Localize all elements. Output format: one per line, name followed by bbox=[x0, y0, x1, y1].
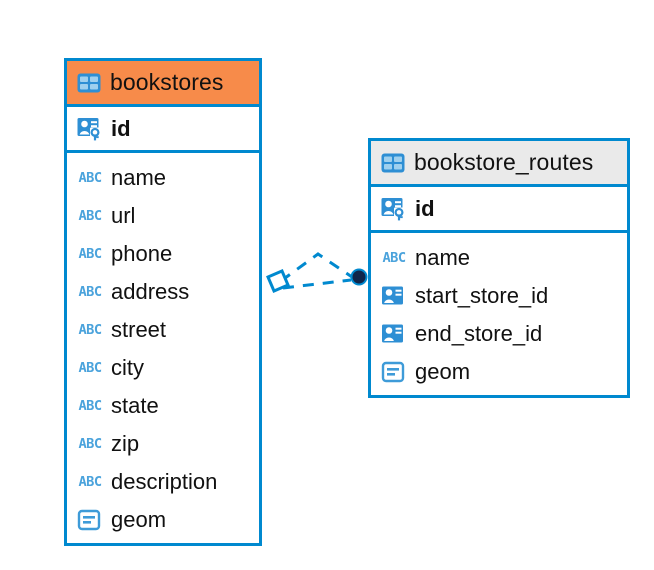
text-type-icon: ABC bbox=[78, 360, 102, 376]
entity-table-bookstore-routes[interactable]: bookstore_routes id ABC name bbox=[368, 138, 630, 398]
field-name: city bbox=[111, 355, 144, 380]
field-name: address bbox=[111, 279, 190, 304]
field-row[interactable]: ABC address bbox=[67, 273, 259, 311]
table-icon bbox=[77, 73, 101, 92]
field-row[interactable]: ABC url bbox=[67, 197, 259, 235]
field-row-primary-key[interactable]: id bbox=[371, 187, 627, 233]
field-name: geom bbox=[415, 359, 471, 384]
field-row[interactable]: ABC name bbox=[67, 159, 259, 197]
field-name: description bbox=[111, 469, 218, 494]
relationship-line-lower bbox=[282, 278, 352, 290]
text-type-icon: ABC bbox=[78, 474, 102, 490]
field-row[interactable]: ABC zip bbox=[67, 425, 259, 463]
field-row[interactable]: geom bbox=[371, 353, 627, 391]
field-row[interactable]: ABC city bbox=[67, 349, 259, 387]
entity-title: bookstores bbox=[110, 69, 224, 95]
text-type-icon: ABC bbox=[78, 246, 102, 262]
field-row[interactable]: ABC name bbox=[371, 239, 627, 277]
field-row[interactable]: ABC phone bbox=[67, 235, 259, 273]
entity-header[interactable]: bookstores bbox=[67, 61, 259, 107]
field-name: state bbox=[111, 393, 159, 418]
field-list: ABC name start_store_id bbox=[371, 233, 627, 399]
field-row[interactable]: ABC street bbox=[67, 311, 259, 349]
entity-title: bookstore_routes bbox=[414, 149, 594, 175]
field-name: phone bbox=[111, 241, 173, 266]
field-list: ABC name ABC url ABC phone ABC address A… bbox=[67, 153, 259, 547]
field-row[interactable]: end_store_id bbox=[371, 315, 627, 353]
diamond-handle-icon[interactable] bbox=[266, 269, 290, 293]
field-name: name bbox=[415, 245, 471, 270]
field-row[interactable]: start_store_id bbox=[371, 277, 627, 315]
filled-circle-handle-icon[interactable] bbox=[350, 268, 368, 286]
geometry-type-icon bbox=[77, 509, 101, 531]
entity-header[interactable]: bookstore_routes bbox=[371, 141, 627, 187]
field-name: end_store_id bbox=[415, 321, 543, 346]
field-name: street bbox=[111, 317, 167, 342]
relationship-line-upper bbox=[280, 252, 353, 283]
field-name: url bbox=[111, 203, 136, 228]
field-name: id bbox=[111, 115, 131, 141]
table-icon bbox=[381, 153, 405, 172]
field-name: name bbox=[111, 165, 167, 190]
field-row-primary-key[interactable]: id bbox=[67, 107, 259, 153]
text-type-icon: ABC bbox=[78, 170, 102, 186]
text-type-icon: ABC bbox=[78, 284, 102, 300]
text-type-icon: ABC bbox=[78, 208, 102, 224]
text-type-icon: ABC bbox=[78, 436, 102, 452]
primary-key-icon bbox=[381, 197, 407, 220]
field-row[interactable]: ABC state bbox=[67, 387, 259, 425]
geometry-type-icon bbox=[381, 361, 405, 383]
foreign-key-icon bbox=[382, 324, 403, 343]
text-type-icon: ABC bbox=[78, 322, 102, 338]
field-row[interactable]: geom bbox=[67, 501, 259, 539]
text-type-icon: ABC bbox=[78, 398, 102, 414]
field-name: start_store_id bbox=[415, 283, 549, 308]
field-name: geom bbox=[111, 507, 167, 532]
field-row[interactable]: ABC description bbox=[67, 463, 259, 501]
text-type-icon: ABC bbox=[382, 250, 406, 266]
entity-table-bookstores[interactable]: bookstores id ABC name ABC bbox=[64, 58, 262, 546]
field-name: zip bbox=[111, 431, 140, 456]
field-name: id bbox=[415, 195, 435, 221]
primary-key-icon bbox=[77, 117, 103, 140]
foreign-key-icon bbox=[382, 286, 403, 305]
